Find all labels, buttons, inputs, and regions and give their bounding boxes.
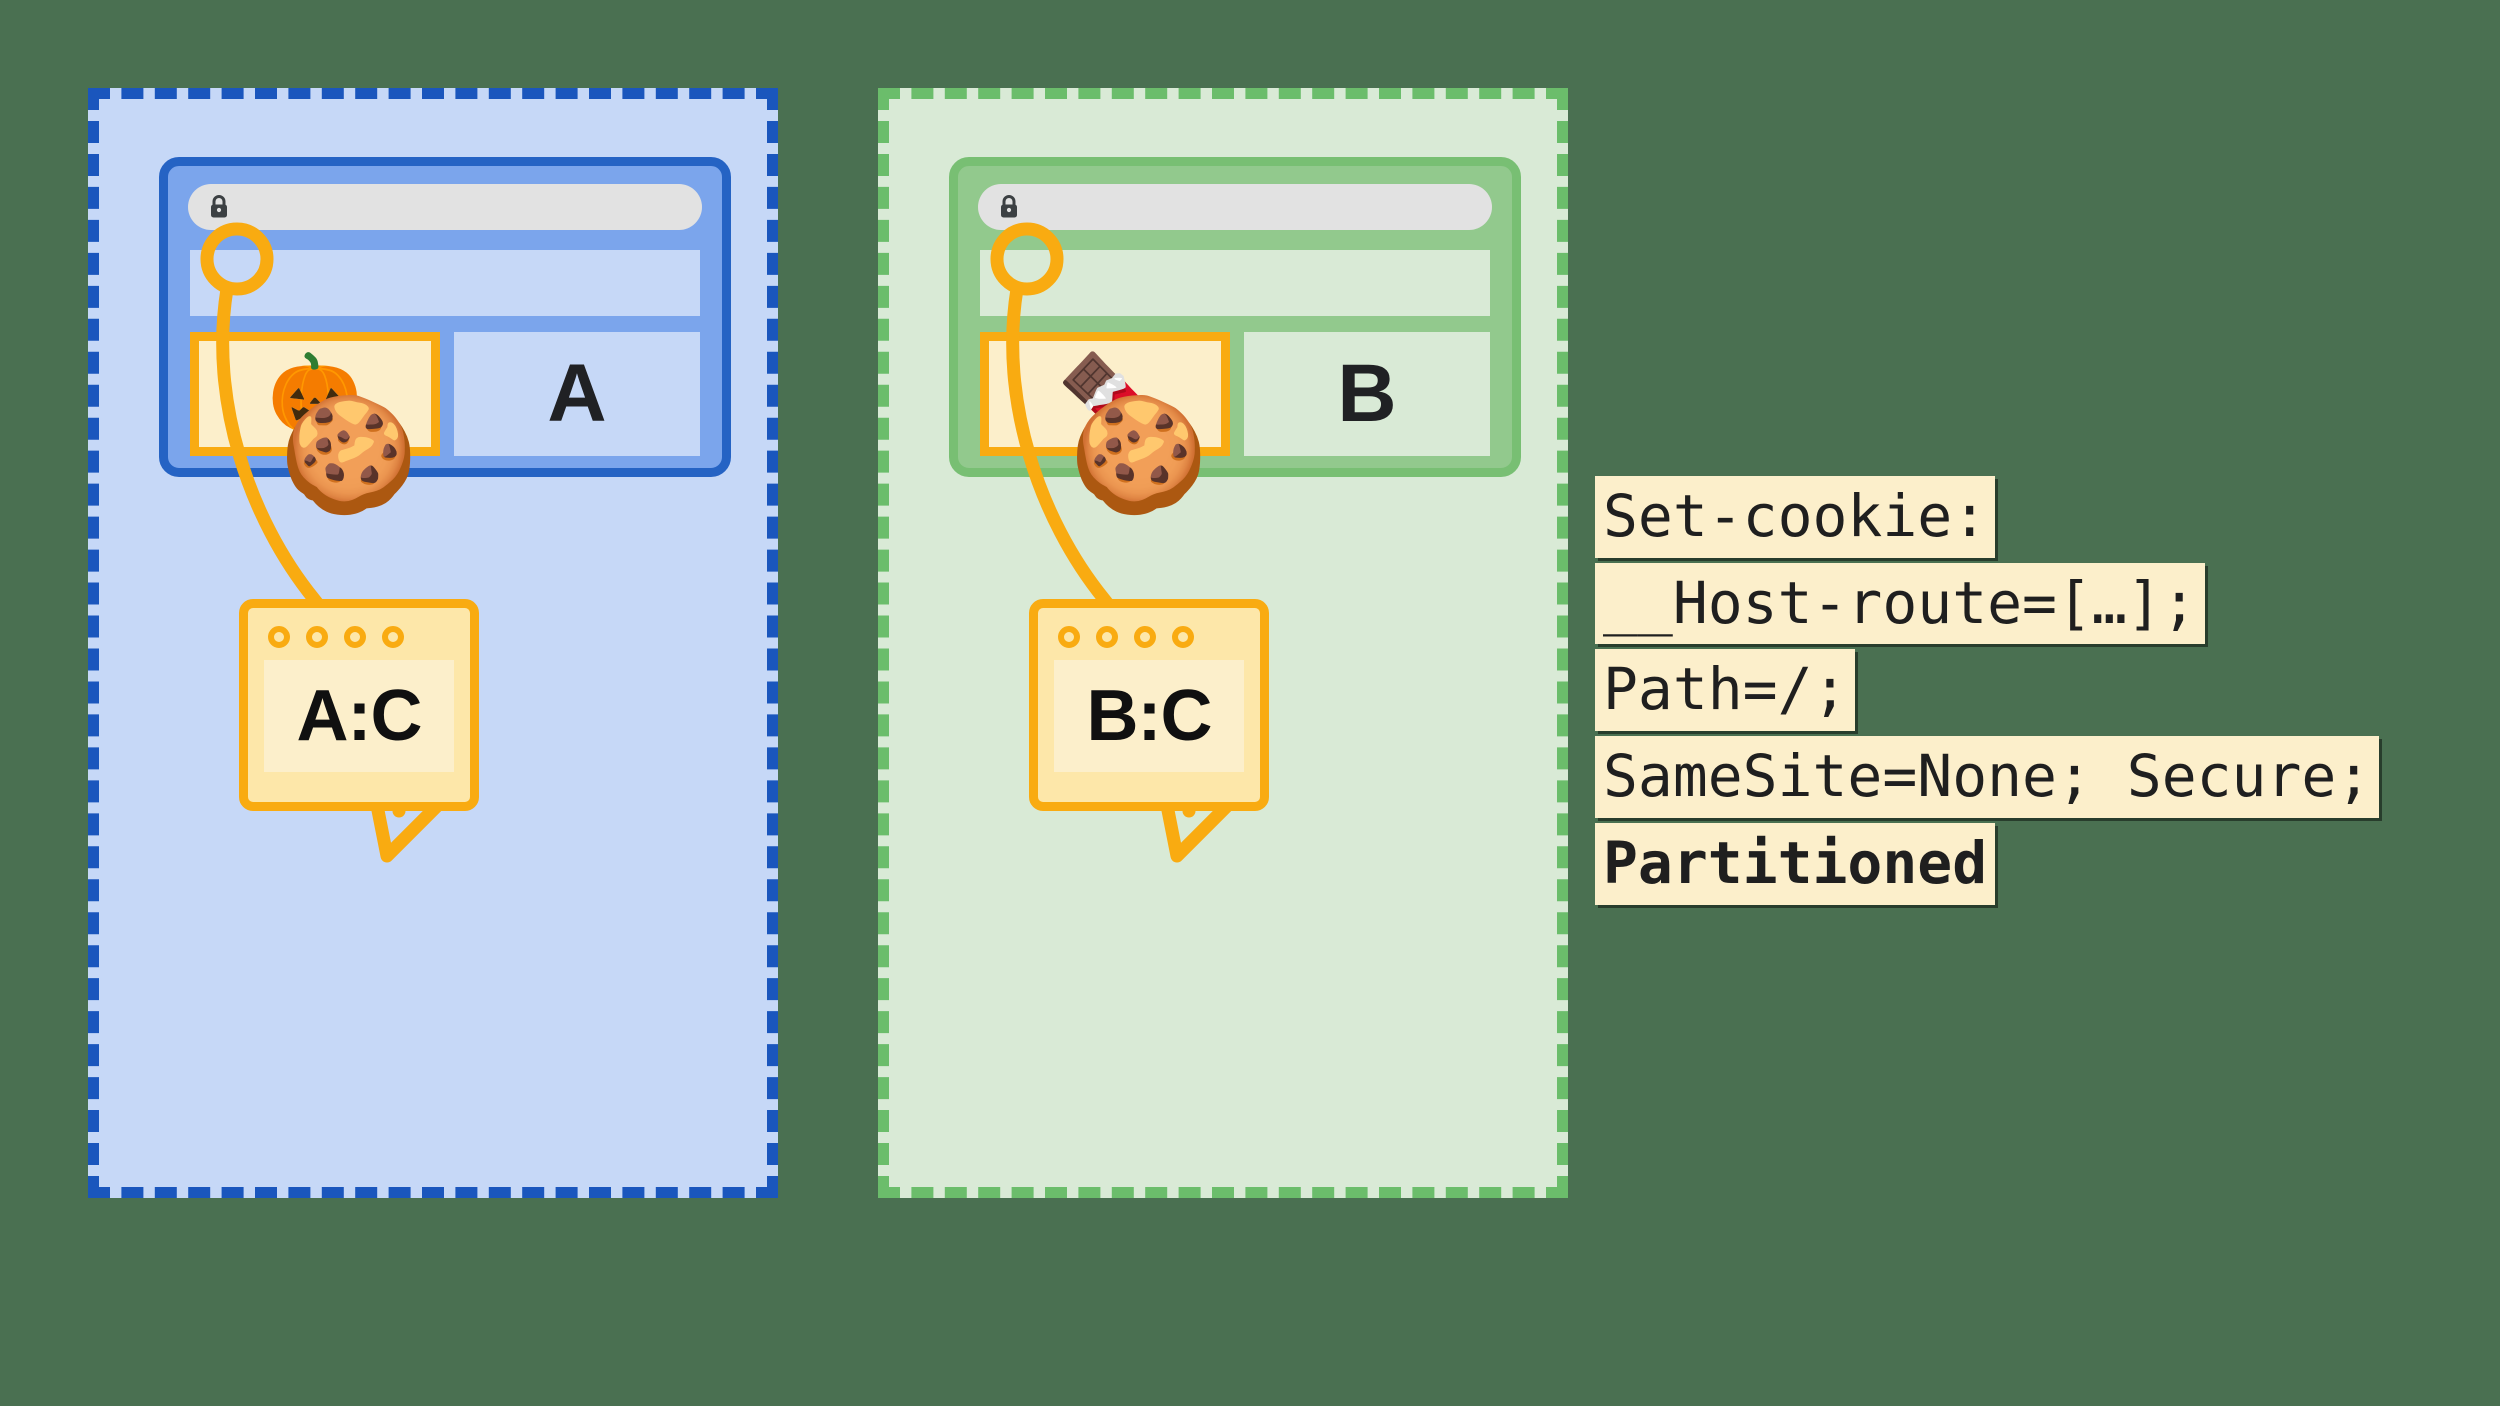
site-letter-b: B (1337, 348, 1397, 439)
lock-icon (211, 195, 227, 218)
partition-key-b: B:C (1086, 676, 1213, 756)
code-line-0: Set-cookie: (1595, 476, 1996, 558)
code-line-4: Partitioned (1595, 822, 1996, 905)
code-line-2: Path=/; (1595, 649, 1856, 732)
jar-dot (1058, 626, 1080, 648)
url-bar-b[interactable] (978, 184, 1492, 230)
site-body-a: A (454, 332, 700, 456)
partition-b: 🍫 B 🍪 B:C (878, 88, 1568, 1198)
jar-dots-a (264, 626, 454, 648)
jar-body-a: A:C (264, 660, 454, 772)
jar-dot (1172, 626, 1194, 648)
site-letter-a: A (547, 348, 607, 439)
cookie-jar-a: A:C (239, 599, 479, 811)
browser-window-a: 🎃 A (159, 157, 731, 477)
page-content-b: 🍫 B (980, 332, 1490, 456)
set-cookie-code-block: Set-cookie: __Host-route=[…]; Path=/; Sa… (1595, 476, 2380, 910)
cookie-emoji-a: 🍪 (279, 392, 419, 517)
jar-dot (382, 626, 404, 648)
partition-a: 🎃 A 🍪 A:C (88, 88, 778, 1198)
jar-dot (1096, 626, 1118, 648)
page-header-strip-b (980, 250, 1490, 316)
partition-key-a: A:C (296, 676, 423, 756)
site-body-b: B (1244, 332, 1490, 456)
jar-dot (306, 626, 328, 648)
url-bar-a[interactable] (188, 184, 702, 230)
cookie-jar-b: B:C (1029, 599, 1269, 811)
cookie-emoji-b: 🍪 (1069, 392, 1209, 517)
page-content-a: 🎃 A (190, 332, 700, 456)
jar-dots-b (1054, 626, 1244, 648)
jar-dot (268, 626, 290, 648)
jar-dot (1134, 626, 1156, 648)
page-header-strip-a (190, 250, 700, 316)
lock-icon (1001, 195, 1017, 218)
code-line-3: SameSite=None; Secure; (1595, 736, 2380, 818)
jar-body-b: B:C (1054, 660, 1244, 772)
browser-window-b: 🍫 B (949, 157, 1521, 477)
jar-dot (344, 626, 366, 648)
code-line-1: __Host-route=[…]; (1595, 562, 2205, 645)
